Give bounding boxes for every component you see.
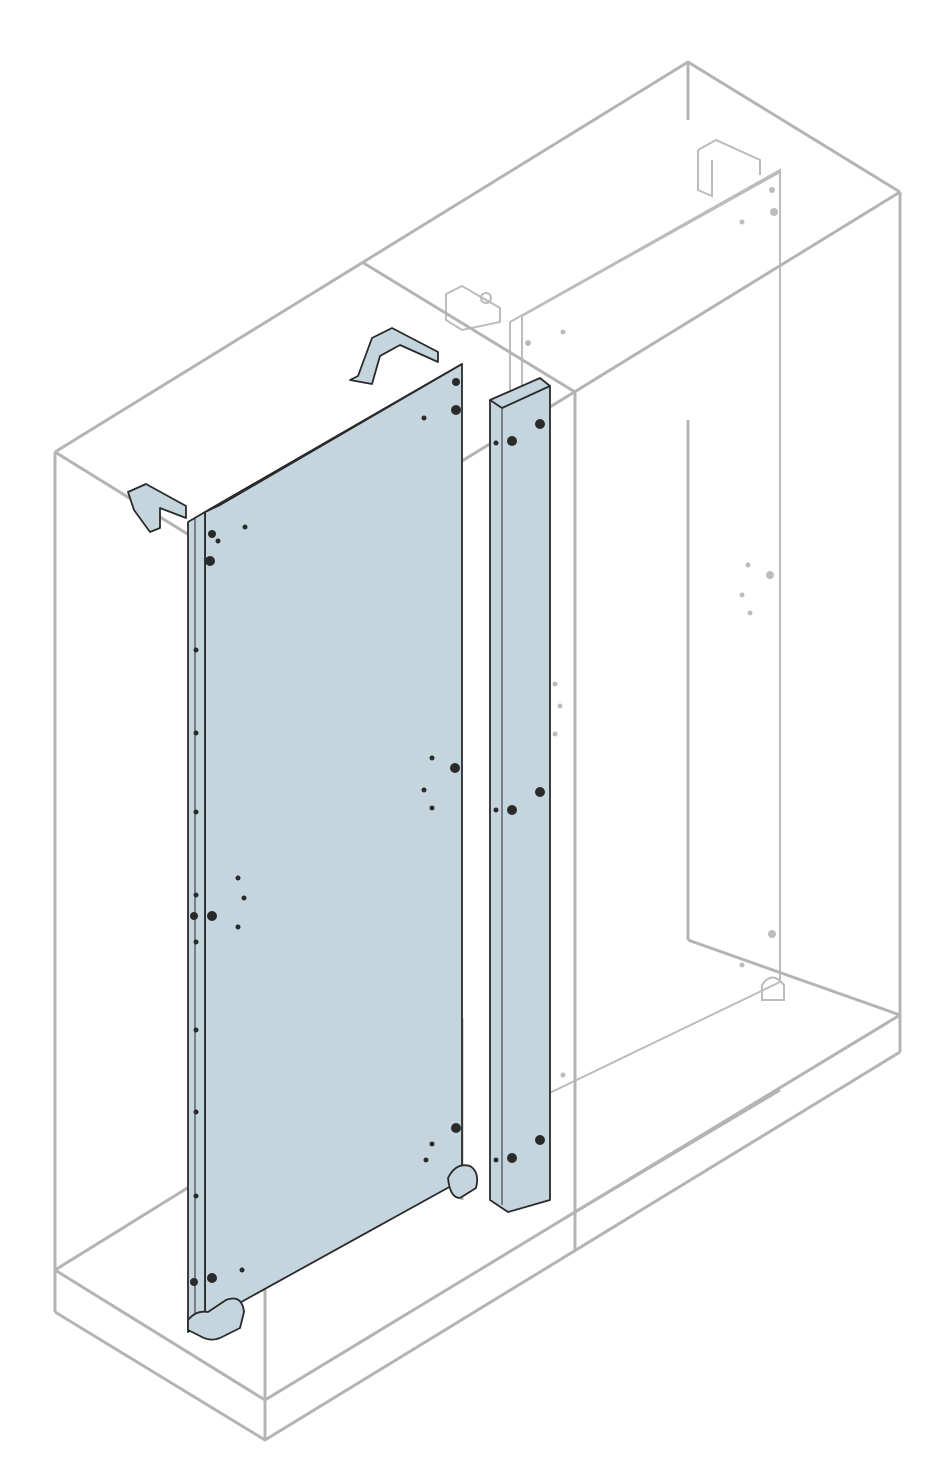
rear-panel-holes: [525, 187, 778, 1078]
vertical-profile: [489, 377, 551, 1213]
mounting-plate: [127, 327, 479, 1341]
enclosure-frame: [53, 60, 902, 1442]
vertical-profile-holes: [493, 419, 545, 1163]
mounting-plate-holes: [190, 378, 461, 1286]
